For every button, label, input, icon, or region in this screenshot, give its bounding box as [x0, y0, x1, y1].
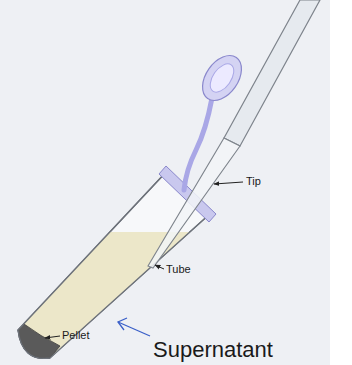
- tube-cap: [195, 48, 250, 107]
- pipette-tip: [148, 138, 240, 268]
- figure-panel: [0, 0, 330, 365]
- arrow-head: [118, 318, 127, 330]
- part-label: Tube: [166, 263, 191, 275]
- leader-line: [214, 182, 243, 184]
- part-label: Pellet: [62, 329, 90, 341]
- cap-inner: [205, 60, 238, 97]
- part-label: Tip: [246, 175, 261, 187]
- leader-line: [155, 265, 164, 269]
- pipette-shaft: [224, 0, 320, 146]
- pellet: [18, 324, 60, 358]
- tube-body: [18, 170, 212, 358]
- tube-outline: [18, 170, 212, 358]
- part-label: Supernatant: [153, 338, 273, 362]
- leader-line: [45, 336, 60, 338]
